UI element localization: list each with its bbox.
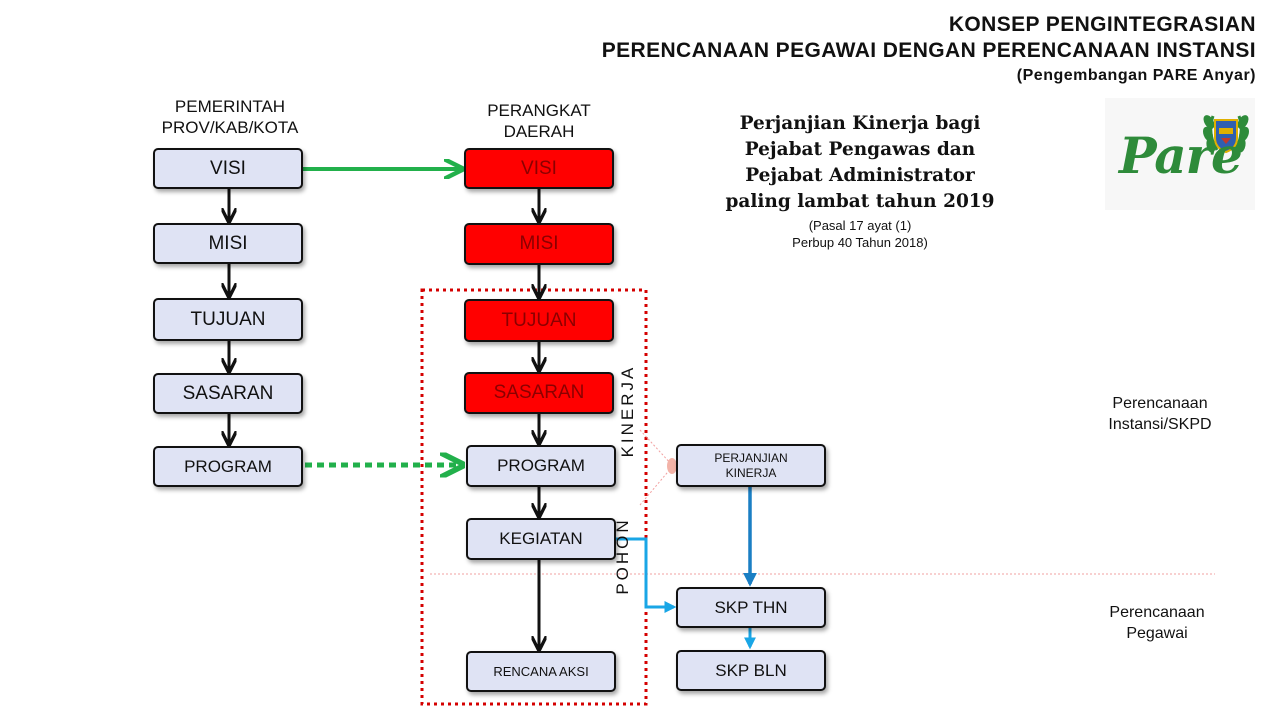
pegawai-line1: Perencanaan <box>1109 604 1205 621</box>
left-heading-line2: PROV/KAB/KOTA <box>161 118 299 137</box>
emblem-icon <box>1203 115 1249 154</box>
middle-box-kegiatan: KEGIATAN <box>466 518 616 560</box>
kinerja-label: KINERJA <box>618 364 637 458</box>
left-column-heading: PEMERINTAH PROV/KAB/KOTA <box>150 96 310 138</box>
junction-dot <box>667 458 677 474</box>
title-line-1: KONSEP PENGINTEGRASIAN <box>948 13 1256 36</box>
pohon-label: POHON <box>613 517 632 595</box>
left-box-misi: MISI <box>153 223 303 264</box>
middle-box-rencana-aksi: RENCANA AKSI <box>466 651 616 692</box>
subtitle: (Pengembangan PARE Anyar) <box>1016 67 1256 84</box>
ref-line2: Perbup 40 Tahun 2018) <box>792 235 928 250</box>
middle-heading-line2: DAERAH <box>503 122 575 141</box>
note-line2: Pejabat Pengawas dan <box>744 139 976 160</box>
pasal-reference: (Pasal 17 ayat (1) Perbup 40 Tahun 2018) <box>740 217 980 251</box>
ref-line1: (Pasal 17 ayat (1) <box>808 218 912 233</box>
middle-box-program: PROGRAM <box>466 445 616 487</box>
pegawai-line2: Pegawai <box>1126 625 1188 642</box>
pare-logo: Pare <box>1105 98 1255 210</box>
note-line3: Pejabat Administrator <box>745 165 975 186</box>
logo-text: Pare <box>1119 126 1243 185</box>
label-perencanaan-pegawai: Perencanaan Pegawai <box>1087 602 1227 644</box>
middle-column-heading: PERANGKAT DAERAH <box>464 100 614 142</box>
instansi-line1: Perencanaan <box>1112 395 1208 412</box>
kegiatan-to-skp-arrow <box>616 537 677 613</box>
note-line1: Perjanjian Kinerja bagi <box>739 113 981 134</box>
skp-thn-box: SKP THN <box>676 587 826 628</box>
left-box-tujuan: TUJUAN <box>153 298 303 341</box>
title-line-2: PERENCANAAN PEGAWAI DENGAN PERENCANAAN I… <box>601 39 1256 62</box>
instansi-line2: Instansi/SKPD <box>1108 416 1212 433</box>
middle-box-visi: VISI <box>464 148 614 189</box>
middle-box-sasaran: SASARAN <box>464 372 614 414</box>
perjanjian-note: Perjanjian Kinerja bagi Pejabat Pengawas… <box>700 111 1020 215</box>
note-line4: paling lambat tahun 2019 <box>725 191 995 212</box>
perjanjian-line2: KINERJA <box>725 465 777 480</box>
pohon-kinerja-frame <box>420 288 648 706</box>
perjanjian-kinerja-box: PERJANJIAN KINERJA <box>676 444 826 487</box>
left-box-program: PROGRAM <box>153 446 303 487</box>
left-heading-line1: PEMERINTAH <box>174 97 286 116</box>
left-box-visi: VISI <box>153 148 303 189</box>
middle-box-misi: MISI <box>464 223 614 265</box>
perjanjian-line1: PERJANJIAN <box>714 450 788 465</box>
middle-heading-line1: PERANGKAT <box>487 101 591 120</box>
skp-bln-box: SKP BLN <box>676 650 826 691</box>
left-box-sasaran: SASARAN <box>153 373 303 414</box>
label-perencanaan-instansi: Perencanaan Instansi/SKPD <box>1090 393 1230 435</box>
middle-box-tujuan: TUJUAN <box>464 299 614 342</box>
